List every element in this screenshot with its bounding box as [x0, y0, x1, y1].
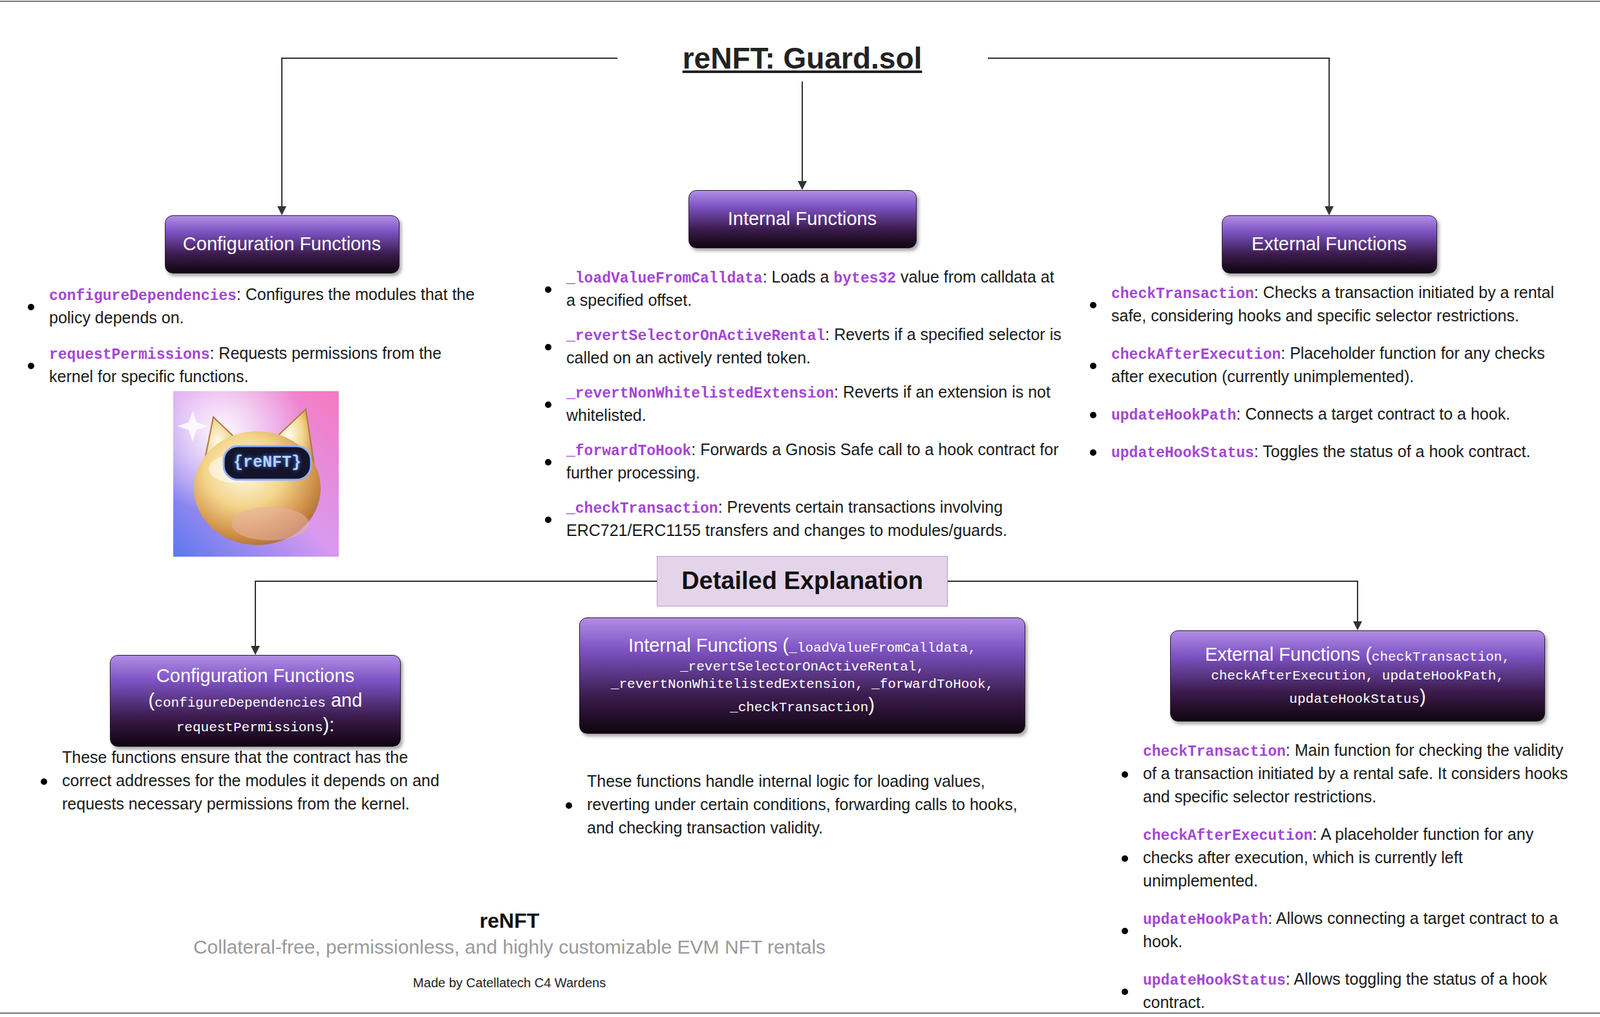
- bullet-item: updateHookStatus: Toggles the status of …: [1111, 440, 1564, 465]
- bullet-list: checkTransaction: Main function for chec…: [1142, 739, 1577, 1015]
- bullet-item: updateHookPath: Allows connecting a targ…: [1142, 907, 1577, 955]
- bullet-item: These functions handle internal logic fo…: [586, 770, 1027, 841]
- bullet-list: checkTransaction: Checks a transaction i…: [1111, 281, 1564, 465]
- bullet-item: checkAfterExecution: A placeholder funct…: [1142, 823, 1577, 894]
- bullet-item: checkTransaction: Checks a transaction i…: [1111, 281, 1564, 329]
- function-name: checkAfterExecution: [1142, 827, 1313, 845]
- box-label: Internal Functions (_loadValueFromCallda…: [590, 633, 1015, 718]
- box-heading: Internal Functions (: [628, 634, 789, 656]
- arrow-head: [1353, 621, 1363, 631]
- function-box: Internal Functions: [688, 190, 917, 249]
- function-name: _forwardToHook: [566, 442, 692, 460]
- function-name: _revertSelectorOnActiveRental: [566, 327, 825, 345]
- function-box: Internal Functions (_loadValueFromCallda…: [579, 617, 1026, 734]
- function-box: Configuration Functions(configureDepende…: [109, 654, 401, 747]
- bullet-item: checkAfterExecution: Placeholder functio…: [1111, 342, 1564, 390]
- description-text: : Connects a target contract to a hook.: [1236, 404, 1511, 423]
- description-text: These functions handle internal logic fo…: [586, 771, 1018, 837]
- frame-line: [0, 0, 1600, 2]
- function-name: bytes32: [833, 270, 896, 288]
- logo-text: {reNFT}: [223, 446, 311, 480]
- box-heading: and: [325, 689, 363, 711]
- arrow-head: [250, 645, 260, 655]
- box-heading: Internal Functions: [727, 208, 878, 229]
- section-box: Detailed Explanation: [656, 555, 948, 607]
- box-label: Configuration Functions(configureDepende…: [120, 663, 390, 737]
- title-connectors: [281, 58, 1330, 207]
- bullet-list: configureDependencies: Configures the mo…: [49, 283, 489, 390]
- bullet-item: requestPermissions: Requests permissions…: [49, 342, 489, 390]
- bullet-list: _loadValueFromCalldata: Loads a bytes32 …: [566, 266, 1065, 544]
- function-name: requestPermissions: [49, 346, 210, 364]
- function-name: updateHookStatus: [1111, 444, 1255, 462]
- function-box: Configuration Functions: [164, 215, 400, 274]
- box-label: Internal Functions: [727, 206, 878, 232]
- box-heading: Configuration Functions: [120, 663, 390, 689]
- bullet-item: These functions ensure that the contract…: [62, 746, 444, 817]
- box-heading: External Functions: [1251, 233, 1407, 255]
- code-name: configureDependencies: [154, 695, 326, 711]
- connector-line: [947, 581, 1358, 622]
- function-name: checkTransaction: [1142, 743, 1286, 761]
- function-name: _loadValueFromCalldata: [566, 270, 763, 288]
- box-heading: (: [148, 689, 156, 711]
- function-box: External Functions: [1221, 215, 1438, 274]
- function-name: updateHookPath: [1142, 911, 1268, 929]
- bullet-item: updateHookStatus: Allows toggling the st…: [1142, 968, 1577, 1015]
- bullet-list: These functions ensure that the contract…: [62, 746, 444, 817]
- bullet-item: configureDependencies: Configures the mo…: [49, 283, 489, 331]
- bullet-item: _checkTransaction: Prevents certain tran…: [566, 496, 1065, 544]
- box-label: Detailed Explanation: [681, 565, 924, 597]
- diagram-title: reNFT: Guard.sol: [543, 40, 1061, 77]
- mascot-illustration: [173, 391, 339, 557]
- bullet-item: _revertNonWhitelistedExtension: Reverts …: [566, 381, 1065, 428]
- function-name: _checkTransaction: [566, 500, 719, 518]
- box-label: External Functions (checkTransaction, ch…: [1181, 642, 1535, 710]
- box-heading: ): [1419, 685, 1427, 707]
- code-name: requestPermissions: [176, 720, 324, 736]
- function-name: updateHookPath: [1111, 407, 1237, 425]
- box-heading: ): [868, 694, 875, 715]
- description-text: : Loads a: [762, 267, 834, 286]
- function-name: configureDependencies: [49, 287, 237, 305]
- function-name: _revertNonWhitelistedExtension: [566, 385, 834, 403]
- description-text: These functions ensure that the contract…: [62, 747, 440, 813]
- description-text: : Toggles the status of a hook contract.: [1254, 442, 1531, 461]
- footer-tagline: Collateral-free, permissionless, and hig…: [121, 935, 898, 959]
- box-heading: Detailed Explanation: [681, 566, 924, 595]
- bullet-item: _loadValueFromCalldata: Loads a bytes32 …: [566, 266, 1065, 313]
- box-label: Configuration Functions: [182, 232, 381, 257]
- bullet-item: _forwardToHook: Forwards a Gnosis Safe c…: [566, 438, 1065, 486]
- function-name: checkTransaction: [1111, 285, 1255, 303]
- bullet-item: checkTransaction: Main function for chec…: [1142, 739, 1577, 810]
- footer-brand: reNFT: [121, 908, 898, 933]
- function-box: External Functions (checkTransaction, ch…: [1170, 630, 1546, 722]
- box-heading: Configuration Functions: [182, 233, 381, 255]
- footer-credit: Made by Catellatech C4 Wardens: [121, 974, 898, 991]
- bullet-item: _revertSelectorOnActiveRental: Reverts i…: [566, 323, 1065, 371]
- function-name: updateHookStatus: [1142, 972, 1286, 990]
- box-heading: External Functions (: [1205, 643, 1372, 665]
- box-heading: ):: [323, 714, 335, 736]
- function-name: checkAfterExecution: [1111, 346, 1281, 364]
- frame-line: [0, 1012, 1600, 1014]
- bullet-item: updateHookPath: Connects a target contra…: [1111, 403, 1564, 427]
- box-label: External Functions: [1251, 232, 1407, 257]
- bullet-list: These functions handle internal logic fo…: [586, 770, 1027, 841]
